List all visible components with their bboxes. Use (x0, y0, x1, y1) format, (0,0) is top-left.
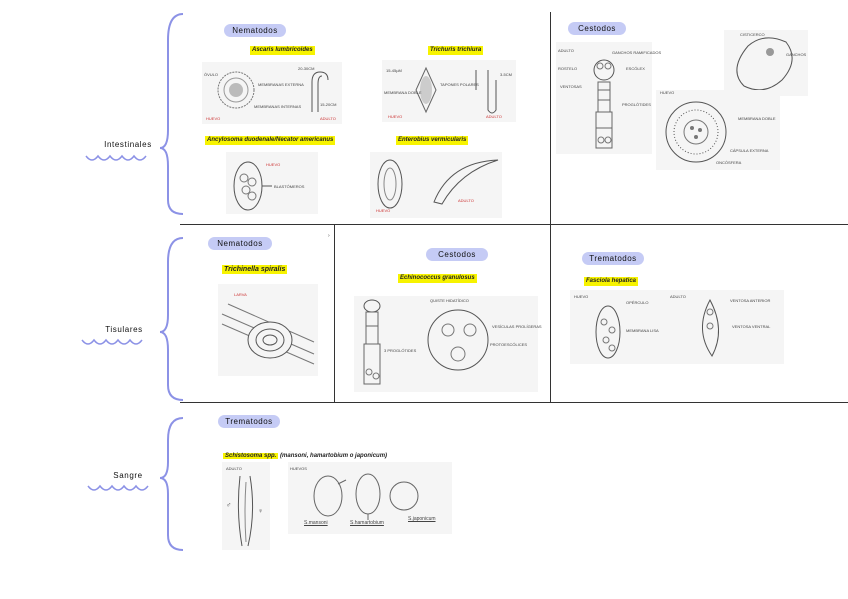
section-label-tisulares: Tisulares (105, 325, 143, 334)
trichuris-label-tapones: TAPONES POLARES (440, 82, 479, 87)
ascaris-label-adulto: ADULTO (320, 116, 336, 121)
figure-echinococcus: QUISTE HIDATÍDICO VESÍCULAS PROLÍGERAS P… (354, 296, 542, 392)
fasciola-label-huevo: HUEVO (574, 294, 589, 299)
fasciola-label-ventosa-ventral: VENTOSA VENTRAL (732, 324, 771, 329)
trichuris-label-adulto: ADULTO (486, 114, 502, 119)
cestodos-label-huevo: HUEVO (660, 90, 675, 95)
ascaris-label-membranas-externa: MEMBRANAS EXTERNA (258, 82, 304, 87)
cestodos-label-rostelo: ROSTELO (558, 66, 578, 71)
figure-ancylostoma: HUEVO BLASTÓMEROS (226, 152, 318, 214)
figure-schistosoma-eggs: HUEVOS S.mansoni S.hamartobium S.japonic… (288, 462, 452, 534)
cestodos-label-proglotides: PROGLÓTIDES (622, 102, 651, 107)
echinococcus-label-3-proglotides: 3 PROGLÓTIDES (384, 348, 417, 353)
species-trichinella: Trichinella spiralis (222, 265, 288, 274)
species-fasciola: Fasciola hepatica (584, 277, 639, 286)
enterobius-label-huevo: HUEVO (376, 208, 391, 213)
pill-tisulares-cestodos: Cestodos (426, 248, 488, 261)
pill-sangre-trematodos: Trematodos (218, 415, 280, 428)
species-ancylostoma: Ancylosoma duodenale/Necator americanus (205, 136, 336, 145)
species-schistosoma-variants: (mansoni, hamartobium o japonicum) (278, 453, 388, 459)
divider-v3 (550, 224, 551, 402)
figure-ascaris: ÓVULO 20-30CM MEMBRANAS EXTERNA MEMBRANA… (202, 62, 342, 124)
figure-cisticerco: CISTICERCO GANCHOS (724, 30, 808, 96)
species-trichuris: Trichuris trichiura (428, 46, 484, 55)
section-label-sangre: Sangre (113, 471, 143, 480)
pill-tisulares-trematodos: Trematodos (582, 252, 644, 265)
divider-v1 (550, 12, 551, 224)
corner-mark: › (328, 233, 330, 239)
species-schistosoma-row: Schistosoma spp. (mansoni, hamartobium o… (223, 444, 387, 462)
ancylostoma-label-blastomeros: BLASTÓMEROS (274, 184, 305, 189)
figure-fasciola: HUEVO OPÉRCULO MEMBRANA LISA ADULTO VENT… (570, 290, 784, 364)
fasciola-label-ventosa-anterior: VENTOSA ANTERIOR (730, 298, 771, 303)
fasciola-label-operculo: OPÉRCULO (626, 300, 649, 305)
schistosoma-label-adulto: ADULTO (226, 466, 242, 471)
trichuris-label-huevo: HUEVO (388, 114, 403, 119)
enterobius-label-adulto: ADULTO (458, 198, 474, 203)
schistosoma-label-mansoni: S.mansoni (304, 520, 328, 526)
pill-tisulares-nematodos: Nematodos (208, 237, 272, 250)
figure-taenia-egg: HUEVO MEMBRANA DOBLE CÁPSULA EXTERNA ONC… (656, 90, 780, 170)
divider-h2 (180, 402, 848, 403)
cestodos-label-adulto: ADULTO (558, 48, 574, 53)
echinococcus-label-protoescolices: PROTOESCÓLICES (490, 342, 528, 347)
pill-intestinales-cestodos: Cestodos (568, 22, 626, 35)
trichuris-label-3-5cm: 3-5CM (500, 72, 513, 77)
cestodos-label-membrana-doble: MEMBRANA DOBLE (738, 116, 776, 121)
cestodos-label-ganchos-cist: GANCHOS (786, 52, 807, 57)
cestodos-label-ganchos: GANCHOS RAMIFICADOS (612, 50, 662, 55)
cestodos-label-oncosfera: ONCÓSFERA (716, 160, 742, 165)
cestodos-label-ventosas: VENTOSAS (560, 84, 582, 89)
cestodos-label-capsula: CÁPSULA EXTERNA (730, 148, 769, 153)
figure-trichuris: 15-45µM TAPONES POLARES MEMBRANA DOBLE 3… (382, 60, 516, 122)
ascaris-label-ovulo: ÓVULO (204, 72, 219, 77)
pill-intestinales-nematodos: Nematodos (224, 24, 286, 37)
echinococcus-label-vesiculas: VESÍCULAS PROLÍGERAS (492, 324, 542, 329)
schistosoma-label-female: ♀ (258, 508, 264, 515)
ancylostoma-label-huevo: HUEVO (266, 162, 281, 167)
species-ascaris: Ascaris lumbricoides (250, 46, 315, 55)
section-label-intestinales: Intestinales (104, 140, 152, 149)
echinococcus-label-quiste: QUISTE HIDATÍDICO (430, 298, 469, 303)
cestodos-label-escolex: ESCÓLEX (626, 66, 645, 71)
ascaris-label-membranas-internas: MEMBRANAS INTERNAS (254, 104, 302, 109)
schistosoma-label-huevos: HUEVOS (290, 466, 307, 471)
species-echinococcus: Echinococcus granulosus (398, 274, 477, 283)
fasciola-label-adulto: ADULTO (670, 294, 686, 299)
ascaris-label-huevo: HUEVO (206, 116, 221, 121)
trichuris-label-15-45um: 15-45µM (386, 68, 402, 73)
schistosoma-label-male: ♂ (226, 502, 232, 509)
divider-h1 (180, 224, 848, 225)
figure-enterobius: HUEVO ADULTO (370, 152, 502, 218)
cestodos-label-cisticerco: CISTICERCO (740, 32, 765, 37)
trichinella-label-larva: LARVA (234, 292, 247, 297)
schistosoma-label-japonicum: S.japonicum (408, 516, 436, 522)
schistosoma-label-hamartobium: S.hamartobium (350, 520, 384, 526)
ascaris-label-20-30cm: 20-30CM (298, 66, 315, 71)
species-enterobius: Enterobius vermicularis (396, 136, 469, 145)
trichuris-label-membrana-doble: MEMBRANA DOBLE (384, 90, 422, 95)
fasciola-label-membrana-lisa: MEMBRANA LISA (626, 328, 659, 333)
divider-v2 (334, 224, 335, 402)
species-schistosoma: Schistosoma spp. (223, 453, 279, 459)
figure-trichinella: LARVA (218, 284, 318, 376)
figure-schistosoma-adult: ADULTO ♂ ♀ (222, 462, 270, 550)
figure-taenia-adult: ADULTO GANCHOS RAMIFICADOS ESCÓLEX ROSTE… (556, 42, 661, 154)
ascaris-label-15-20cm: 15-20CM (320, 102, 337, 107)
